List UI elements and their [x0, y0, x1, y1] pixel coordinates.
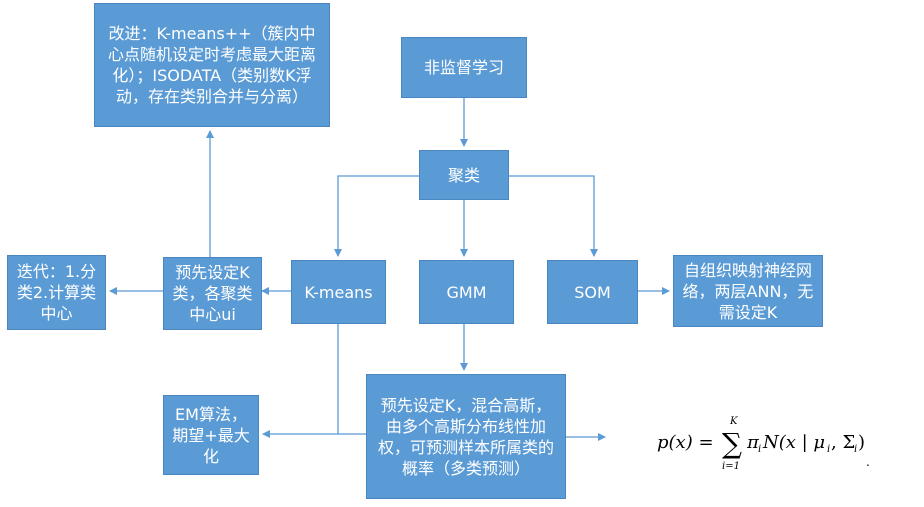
node-som: SOM — [547, 260, 638, 324]
formula-sigma-part: , Σ — [831, 432, 855, 453]
formula-dot: . — [866, 455, 870, 469]
node-preset-k: 预先设定K类，各聚类中心ui — [163, 257, 262, 330]
node-improve: 改进：K-means++（簇内中心点随机设定时考虑最大距离化）；ISODATA（… — [94, 3, 330, 127]
formula-pi-sub: i — [758, 444, 761, 455]
formula-sum-sign: ∑ — [722, 427, 742, 460]
arrow-clustering-to-som — [509, 175, 598, 257]
node-gmm: GMM — [419, 260, 514, 324]
formula-sigma-sub: i — [854, 444, 857, 455]
formula-close: ) — [858, 432, 865, 453]
formula-svg: p(x) = K ∑ i=1 π i N(x | μ i , Σ i ) . — [657, 416, 870, 472]
gmm-formula: p(x) = K ∑ i=1 π i N(x | μ i , Σ i ) . — [655, 412, 875, 474]
node-clustering: 聚类 — [419, 150, 509, 200]
formula-pi: π — [746, 432, 760, 453]
formula-lhs: p(x) = — [657, 432, 714, 453]
node-unsupervised: 非监督学习 — [401, 37, 527, 98]
node-som-desc: 自组织映射神经网络，两层ANN，无需设定K — [673, 255, 823, 327]
node-iterate: 迭代：1.分类2.计算类中心 — [7, 255, 106, 330]
formula-n-part: N(x | μ — [762, 432, 825, 453]
arrow-clustering-to-kmeans — [334, 175, 419, 257]
formula-sum-top: K — [729, 416, 738, 427]
node-em: EM算法，期望+最大化 — [163, 395, 259, 475]
formula-mu-sub: i — [827, 444, 830, 455]
formula-sum-bottom: i=1 — [722, 461, 740, 472]
node-kmeans: K-means — [291, 260, 386, 324]
node-gmm-desc: 预先设定K，混合高斯，由多个高斯分布线性加权，可预测样本所属类的概率（多类预测） — [366, 374, 566, 499]
